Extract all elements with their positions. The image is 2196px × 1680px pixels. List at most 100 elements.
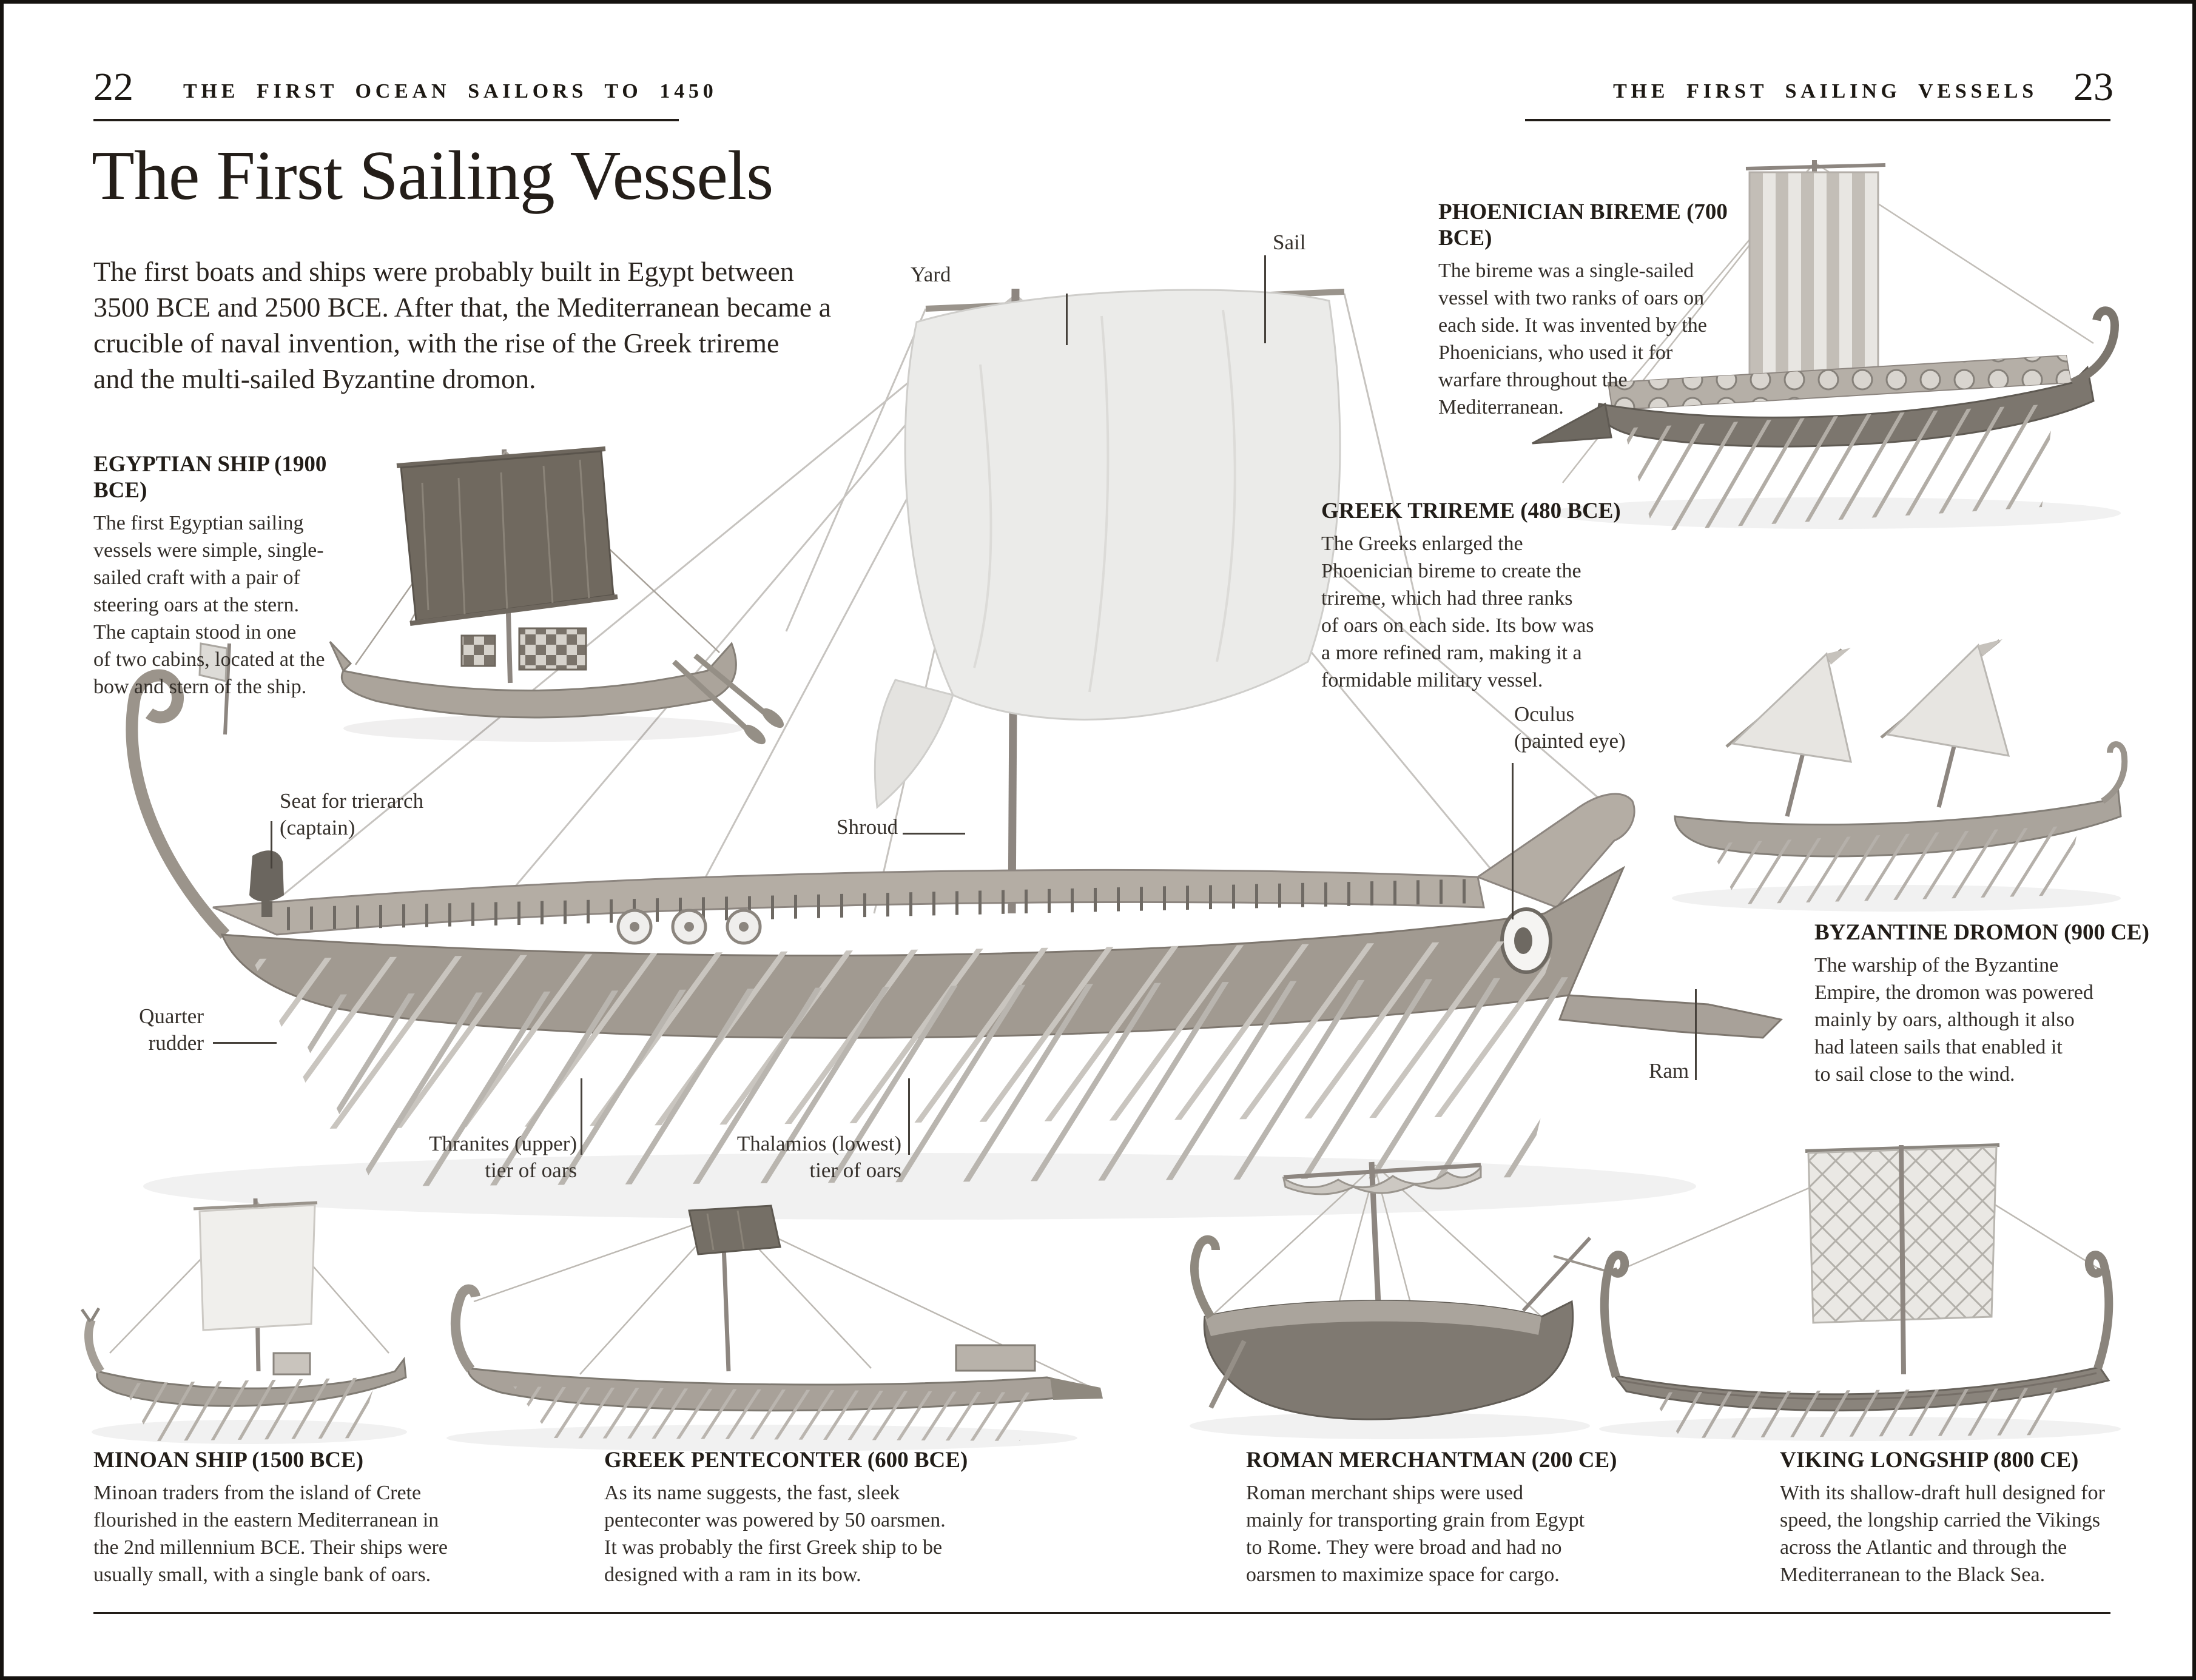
- entry-dromon-body: The warship of the Byzantine Empire, the…: [1814, 954, 2093, 1086]
- bireme-yard: [1745, 163, 1886, 170]
- entry-dromon: BYZANTINE DROMON (900 CE) The warship of…: [1814, 919, 2166, 1088]
- label-oculus-leader: [1512, 763, 1514, 919]
- minoan-oars: [122, 1377, 377, 1441]
- egyptian-oar-blade-2: [761, 708, 784, 728]
- minoan-ship-illustration: [80, 1198, 407, 1444]
- egyptian-boom: [409, 594, 618, 626]
- penteconter-deck-platform: [955, 1344, 1036, 1372]
- left-folio: 22: [93, 65, 133, 109]
- entry-roman-body: Roman merchant ships were used mainly fo…: [1246, 1482, 1585, 1586]
- dromon-pennant-2: [1978, 639, 2002, 656]
- roman-artemon-mast: [1521, 1236, 1592, 1312]
- label-thranites-leader: [581, 1078, 582, 1155]
- roman-shadow: [1190, 1413, 1590, 1439]
- right-running-head: THE FIRST SAILING VESSELS: [1613, 80, 2038, 102]
- trireme-sail: [874, 289, 1341, 809]
- penteconter-ram: [1050, 1377, 1103, 1400]
- greek-trireme-illustration: [126, 288, 1783, 1220]
- label-thalamios: Thalamios (lowest) tier of oars: [736, 1132, 901, 1182]
- entry-penteconter-body: As its name suggests, the fast, sleek pe…: [604, 1482, 946, 1586]
- bottom-rule: [93, 1612, 2110, 1614]
- trireme-deck-discs: [616, 909, 762, 945]
- entry-penteconter: GREEK PENTECONTER (600 BCE) As its name …: [604, 1447, 1017, 1588]
- dromon-lateen-sail-2: [1885, 643, 2010, 757]
- egyptian-sail: [400, 450, 615, 622]
- roman-steering-oar: [1208, 1340, 1247, 1409]
- entry-egyptian-heading: EGYPTIAN SHIP (1900 BCE): [93, 452, 327, 503]
- label-ram-leader: [1695, 989, 1697, 1080]
- minoan-cabin: [272, 1352, 311, 1376]
- trireme-ram-shape: [1558, 994, 1783, 1039]
- dromon-lateen-sail-1: [1730, 652, 1852, 763]
- viking-longship-illustration: [1599, 1143, 2121, 1441]
- entry-minoan: MINOAN SHIP (1500 BCE) Minoan traders fr…: [93, 1447, 494, 1588]
- dromon-oars: [1708, 825, 2078, 904]
- byzantine-dromon-illustration: [1672, 639, 2128, 912]
- left-running-head: THE FIRST OCEAN SAILORS TO 1450: [183, 80, 718, 102]
- egyptian-steering-oars: [672, 653, 773, 737]
- penteconter-stern-horn: [450, 1284, 480, 1373]
- entry-egyptian-body: The first Egyptian sailing vessels were …: [93, 512, 325, 698]
- viking-stern-curl: [2084, 1251, 2113, 1370]
- entry-egyptian: EGYPTIAN SHIP (1900 BCE) The first Egypt…: [93, 451, 379, 701]
- penteconter-oars: [513, 1386, 1035, 1441]
- roman-hull: [1190, 1235, 1574, 1420]
- penteconter-topsail: [688, 1205, 781, 1255]
- roman-rigging: [1210, 1164, 1542, 1317]
- egyptian-shadow: [343, 715, 744, 742]
- minoan-stern-rise: [84, 1318, 104, 1374]
- entry-dromon-heading: BYZANTINE DROMON (900 CE): [1814, 920, 2149, 945]
- trireme-sternpost: [126, 669, 230, 939]
- label-quarter-rudder: Quarter rudder: [139, 1004, 204, 1055]
- dromon-stern-ornament: [2101, 741, 2128, 804]
- label-oculus: Oculus (painted eye): [1514, 702, 1626, 753]
- egyptian-yard: [396, 446, 606, 468]
- minoan-yard: [193, 1201, 318, 1211]
- trireme-captain-seat: [249, 850, 284, 917]
- right-folio: 23: [2073, 65, 2113, 109]
- roman-furled-sail: [1282, 1165, 1482, 1195]
- bireme-stern-curl: [2070, 306, 2120, 387]
- intro-paragraph: The first boats and ships were probably …: [93, 256, 832, 394]
- bireme-oars: [1623, 404, 2054, 531]
- egyptian-oar-blade: [743, 724, 766, 745]
- label-thranites: Thranites (upper) tier of oars: [429, 1132, 577, 1182]
- entry-viking-body: With its shallow-draft hull designed for…: [1780, 1482, 2105, 1586]
- label-seat-leader: [271, 821, 272, 869]
- entry-phoenician: PHOENICIAN BIREME (700 BCE) The bireme w…: [1438, 199, 1754, 421]
- left-header-rule: [93, 119, 679, 121]
- entry-roman-heading: ROMAN MERCHANTMAN (200 CE): [1246, 1448, 1617, 1473]
- entry-phoenician-heading: PHOENICIAN BIREME (700 BCE): [1438, 200, 1728, 250]
- entry-roman: ROMAN MERCHANTMAN (200 CE) Roman merchan…: [1246, 1447, 1646, 1588]
- label-sail: Sail: [1273, 230, 1306, 254]
- roman-merchantman-illustration: [1190, 1161, 1608, 1439]
- entry-viking-heading: VIKING LONGSHIP (800 CE): [1780, 1448, 2079, 1473]
- label-shroud: Shroud: [837, 815, 898, 839]
- trireme-stern-staff: [223, 643, 231, 735]
- trireme-lower-oars: [283, 977, 1575, 1186]
- viking-prow-curl: [1600, 1251, 1629, 1379]
- entry-trireme-body: The Greeks enlarged the Phoenician birem…: [1321, 533, 1594, 691]
- label-seat: Seat for trierarch (captain): [280, 789, 424, 839]
- entry-viking: VIKING LONGSHIP (800 CE) With its shallo…: [1780, 1447, 2180, 1588]
- entry-minoan-body: Minoan traders from the island of Crete …: [93, 1482, 448, 1586]
- roman-artemon-yard: [1553, 1255, 1608, 1272]
- bireme-ram: [1532, 402, 1612, 445]
- trireme-stern-banner: [198, 642, 228, 682]
- entry-trireme: GREEK TRIREME (480 BCE) The Greeks enlar…: [1321, 498, 1679, 694]
- label-shroud-leader: [903, 833, 965, 835]
- label-thalamios-leader: [908, 1078, 910, 1155]
- label-quarter-rudder-leader: [213, 1042, 277, 1044]
- egyptian-bow-cabin: [460, 634, 496, 667]
- phoenician-bireme-illustration: [1532, 160, 2121, 531]
- roman-stern-neck: [1190, 1235, 1220, 1319]
- label-yard-leader: [1066, 294, 1068, 345]
- viking-mast: [1899, 1144, 1906, 1375]
- viking-oars: [1648, 1388, 2078, 1438]
- greek-penteconter-illustration: [446, 1205, 1103, 1451]
- label-yard: Yard: [911, 263, 951, 286]
- entry-phoenician-body: The bireme was a single-sailed vessel wi…: [1438, 260, 1707, 418]
- page-title: The First Sailing Vessels: [92, 137, 773, 215]
- label-sail-leader: [1264, 255, 1266, 343]
